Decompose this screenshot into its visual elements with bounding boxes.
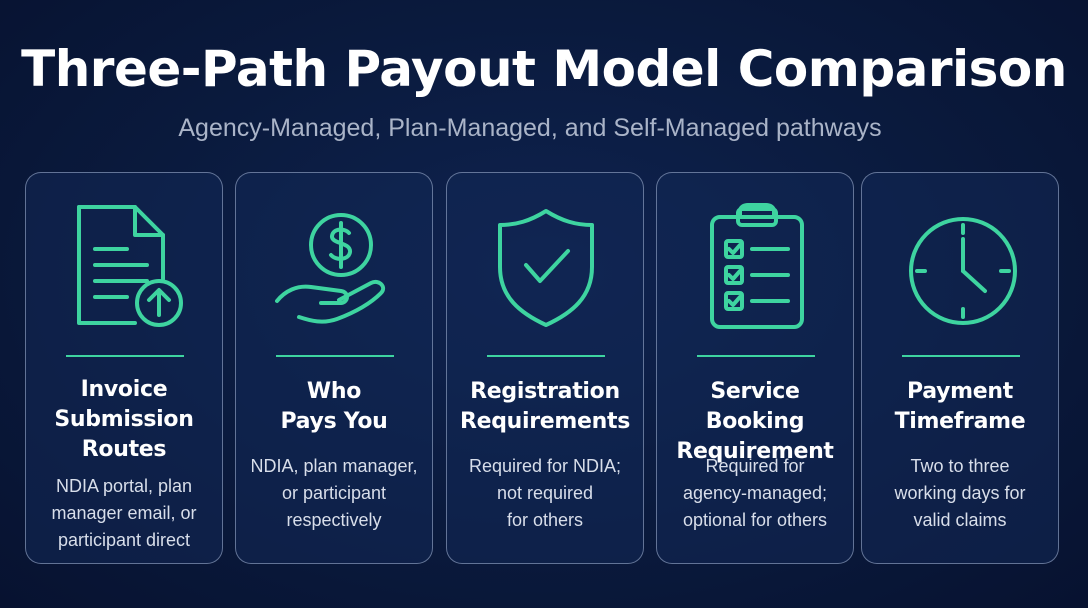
card-divider — [697, 355, 815, 357]
comparison-cards: Invoice Submission Routes NDIA portal, p… — [25, 172, 1059, 564]
card-description: Two to three working days for valid clai… — [894, 456, 1026, 530]
card-who-pays-you: Who Pays You NDIA, plan manager, or part… — [235, 172, 433, 564]
invoice-upload-icon — [65, 201, 185, 331]
card-heading: Who Pays You — [280, 379, 388, 434]
hand-dollar-icon — [275, 201, 395, 331]
card-registration-requirements: Registration Requirements Required for N… — [446, 172, 644, 564]
card-description: Required for NDIA; not required for othe… — [468, 456, 622, 530]
card-heading: Invoice Submission Routes — [54, 377, 194, 462]
card-divider — [276, 355, 394, 357]
card-divider — [902, 355, 1020, 357]
page-title: Three-Path Payout Model Comparison — [21, 40, 1067, 98]
card-heading: Registration Requirements — [459, 379, 631, 434]
card-description: NDIA, plan manager, or participant respe… — [250, 456, 418, 530]
card-description: Required for agency-managed; optional fo… — [682, 456, 828, 530]
card-service-booking-requirement: Service Booking Requirement Required for… — [656, 172, 854, 564]
clipboard-checklist-icon — [696, 201, 816, 331]
card-invoice-submission-routes: Invoice Submission Routes NDIA portal, p… — [25, 172, 223, 564]
card-heading: Payment Timeframe — [894, 379, 1026, 434]
page-subtitle: Agency-Managed, Plan-Managed, and Self-M… — [178, 114, 882, 142]
shield-check-icon — [486, 201, 606, 331]
card-divider — [66, 355, 184, 357]
card-payment-timeframe: Payment Timeframe Two to three working d… — [861, 172, 1059, 564]
card-description: NDIA portal, plan manager email, or part… — [51, 476, 197, 550]
clock-icon — [901, 201, 1021, 331]
card-heading: Service Booking Requirement — [676, 379, 834, 464]
card-divider — [487, 355, 605, 357]
